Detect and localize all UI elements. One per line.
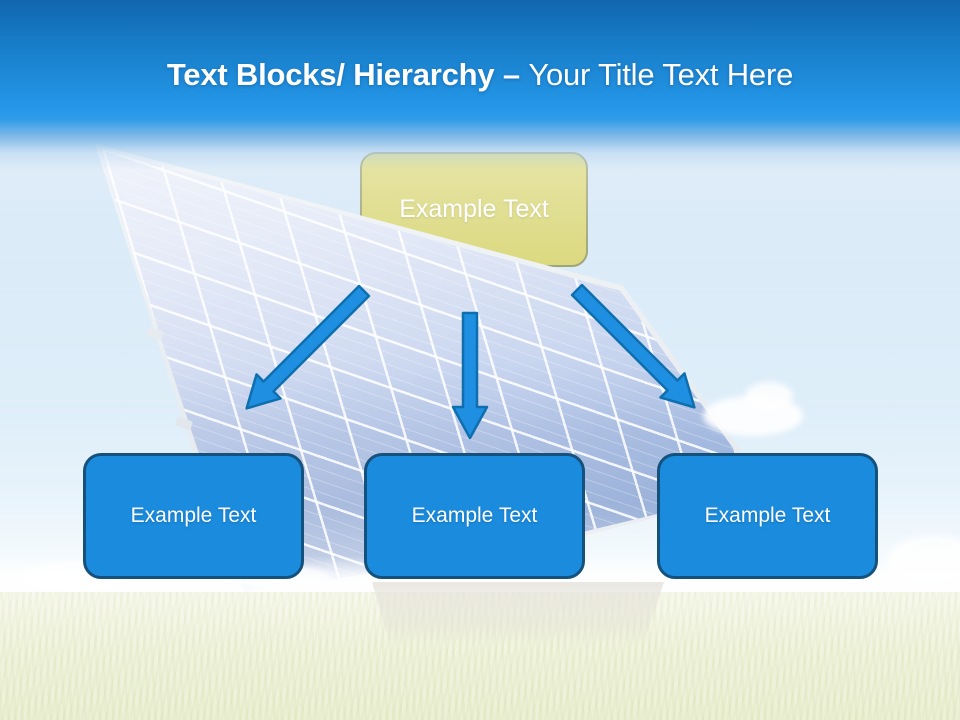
title-emphasis: Text Blocks/ Hierarchy –	[166, 57, 520, 92]
child-text-block-2-label: Example Text	[411, 504, 538, 527]
child-text-block-3: Example Text	[657, 453, 878, 579]
arrow-down-right-icon	[570, 283, 696, 409]
arrow-down-icon	[451, 311, 489, 440]
slide-title: Text Blocks/ Hierarchy – Your Title Text…	[0, 52, 960, 98]
arrow-down-left-icon	[245, 284, 371, 410]
child-text-block-1-label: Example Text	[130, 504, 257, 527]
child-text-block-1: Example Text	[83, 453, 304, 579]
title-subtext: Your Title Text Here	[528, 57, 794, 92]
child-text-block-2: Example Text	[364, 453, 585, 579]
child-text-block-3-label: Example Text	[704, 504, 831, 527]
